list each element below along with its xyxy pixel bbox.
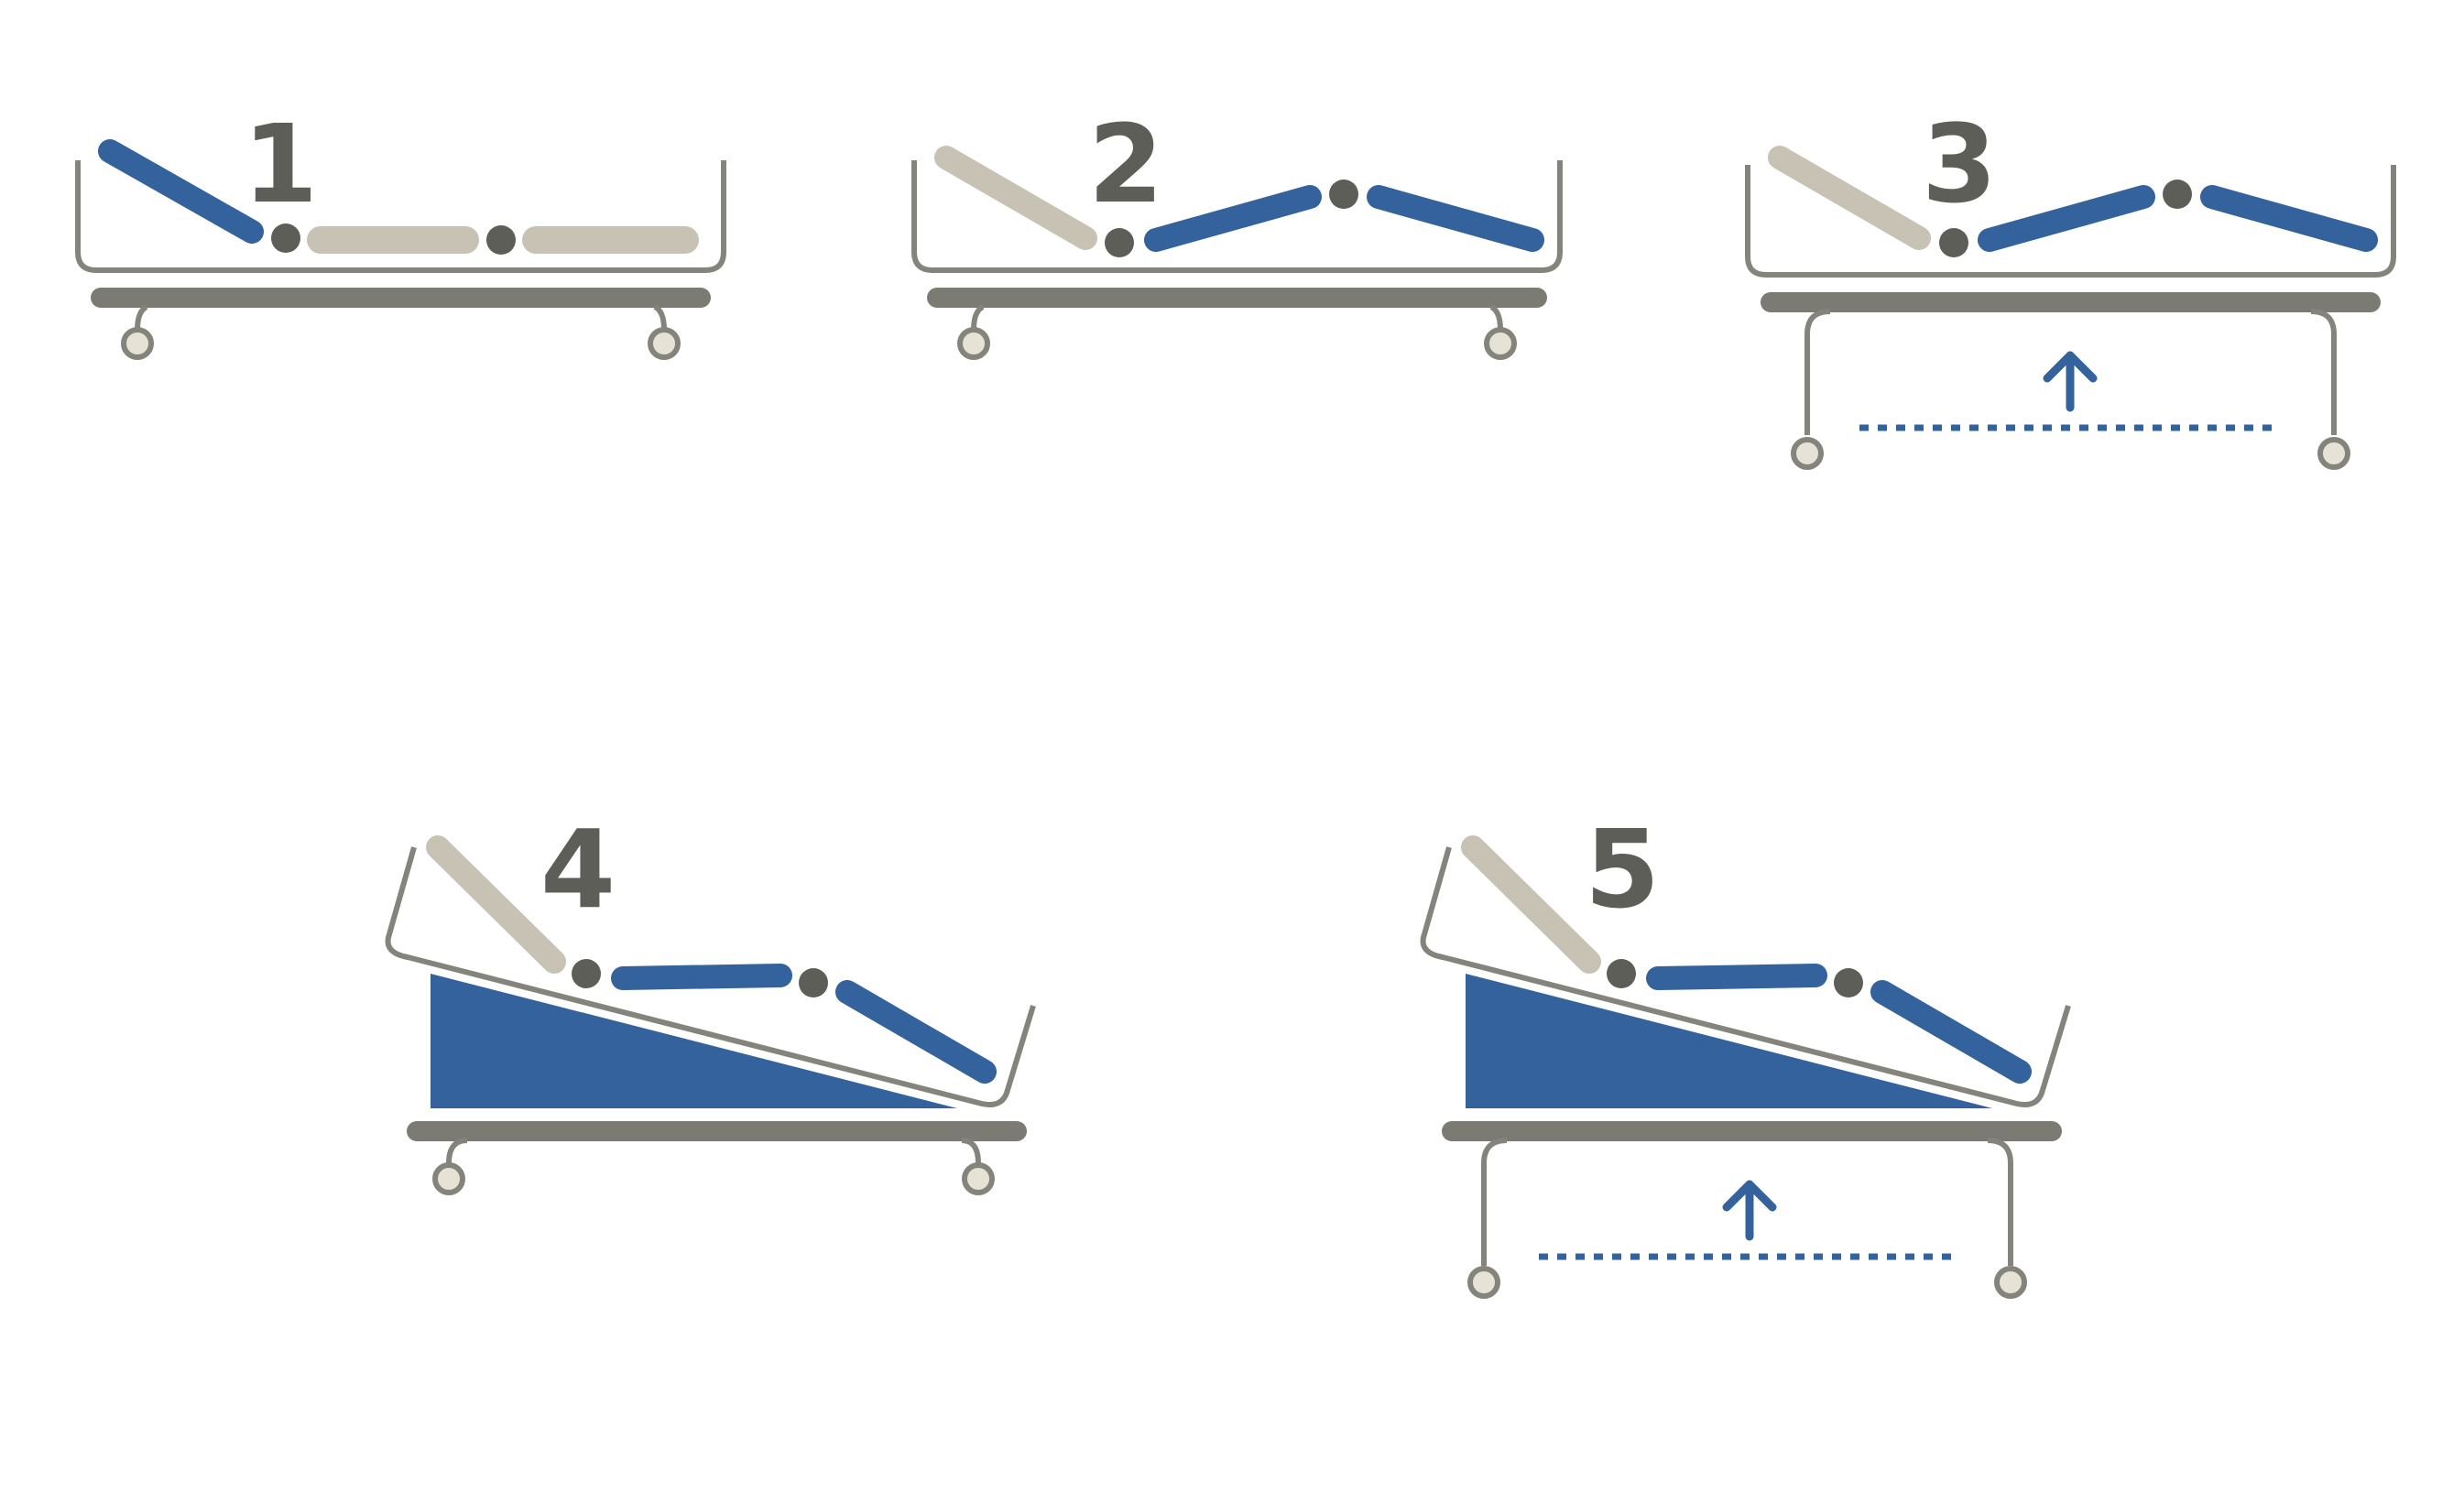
up-arrow-icon [2043, 351, 2098, 412]
bed-2-pivot-2 [1329, 180, 1358, 209]
bed-3-frame [1745, 165, 2396, 435]
bed-position-1: 1 [75, 101, 726, 360]
bed-4-pivot-2 [799, 968, 828, 997]
bed-5-head-segment [1461, 835, 1601, 974]
bed-4-wheel-left [432, 1162, 465, 1195]
bed-5-tilt-wedge [1466, 974, 1992, 1108]
bed-5-frame [1420, 846, 2071, 1266]
bed-2-wheel-right [1484, 327, 1517, 360]
bed-3-head-segment [1768, 146, 1931, 250]
bed-2-pivot-1 [1105, 228, 1134, 257]
bed-4-number: 4 [540, 806, 616, 932]
bed-1-pivot-1 [271, 223, 300, 253]
bed-4-pivot-1 [572, 959, 601, 988]
bed-5-number: 5 [1585, 806, 1660, 932]
bed-5-leg-segment [1870, 980, 2032, 1084]
bed-4-leg-segment [835, 980, 997, 1084]
bed-1-wheel-left [121, 327, 154, 360]
bed-2-leg-segment [1367, 185, 1544, 252]
bed-2-number: 2 [1088, 101, 1163, 227]
bed-2-thigh-segment [1144, 185, 1322, 252]
bed-1-number: 1 [243, 101, 318, 227]
bed-2-head-segment [934, 146, 1097, 250]
bed-position-4: 4 [385, 806, 1036, 1195]
bed-1-wheel-right [648, 327, 681, 360]
bed-4-wheel-right [962, 1162, 995, 1195]
bed-3-leg-segment [2200, 185, 2378, 252]
bed-5-pivot-2 [1834, 968, 1863, 997]
bed-1-pivot-2 [486, 225, 516, 255]
bed-position-2: 2 [911, 101, 1563, 360]
bed-2-wheel-left [957, 327, 990, 360]
bed-3-thigh-segment [1978, 185, 2155, 252]
bed-1-head-segment [98, 139, 264, 244]
bed-3-number: 3 [1922, 101, 1997, 227]
bed-4-head-segment [426, 835, 566, 974]
bed-3-pivot-1 [1939, 228, 1968, 257]
bed-5-pivot-1 [1607, 959, 1636, 988]
bed-2-frame [911, 160, 1563, 331]
bed-5-wheel-left [1467, 1266, 1500, 1299]
bed-3-wheel-left [1791, 437, 1824, 470]
bed-5-wheel-right [1994, 1266, 2027, 1299]
bed-position-3: 3 [1745, 101, 2396, 470]
up-arrow-icon [1722, 1180, 1777, 1241]
bed-5-seat-segment [1646, 964, 1827, 990]
bed-3-wheel-right [2317, 437, 2350, 470]
bed-4-frame [385, 846, 1036, 1164]
bed-3-pivot-2 [2163, 180, 2192, 209]
bed-position-5: 5 [1420, 806, 2071, 1299]
bed-1-frame [75, 160, 726, 331]
bed-4-tilt-wedge [431, 974, 957, 1108]
bed-4-seat-segment [611, 964, 792, 990]
